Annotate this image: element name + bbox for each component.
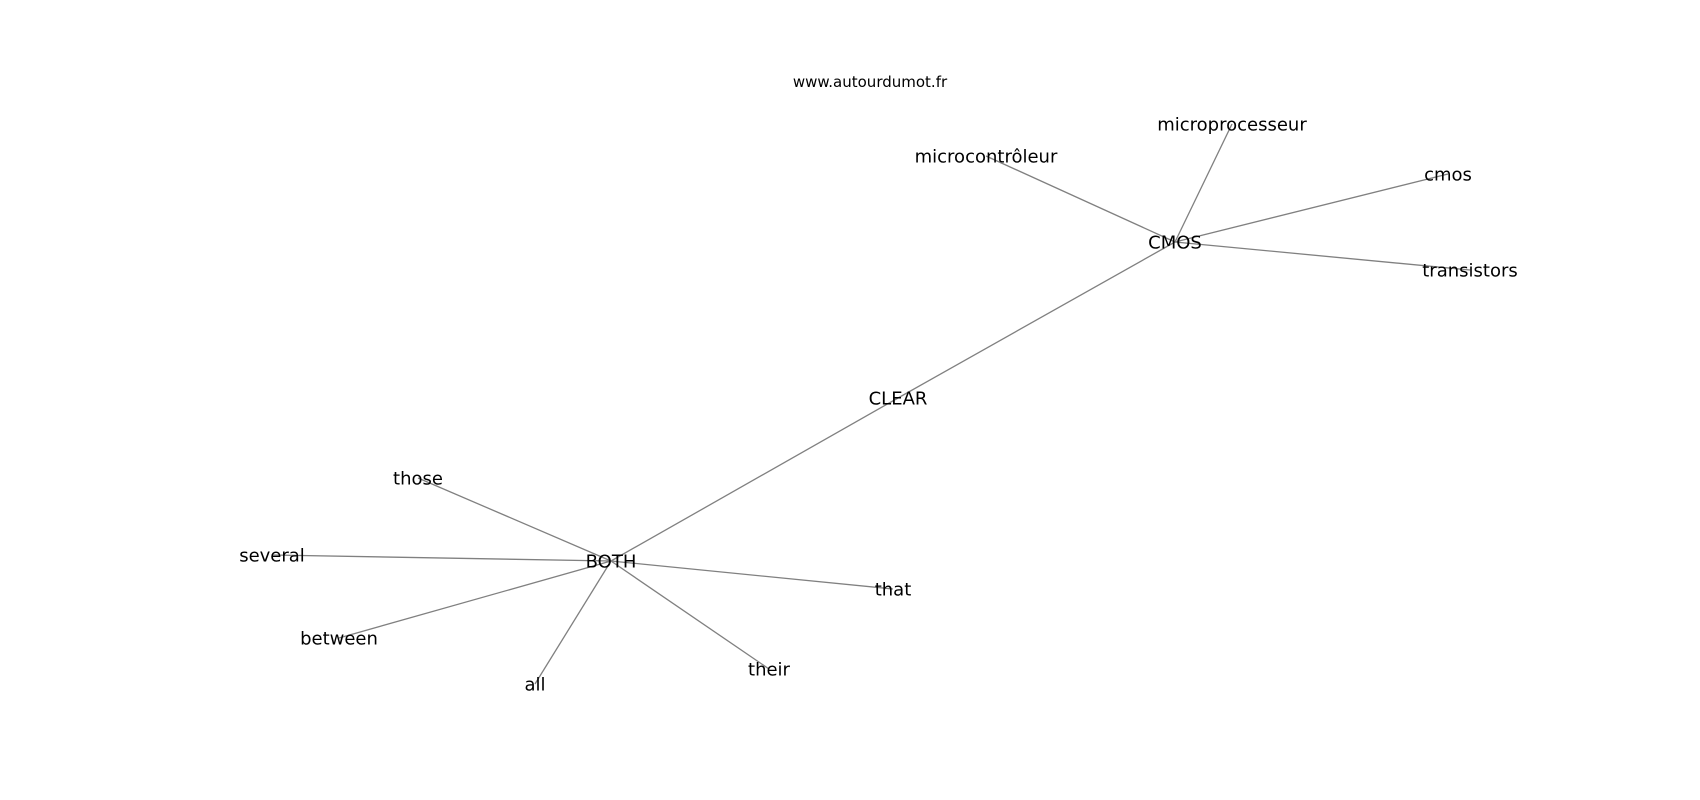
node-label-microcontroleur: microcontrôleur [915,146,1058,167]
node-label-microprocesseur: microprocesseur [1157,114,1307,135]
node-label-between: between [300,628,378,649]
nodes-layer: CMOS microprocesseur microcontrôleur cmos tr… [239,114,1518,695]
node-label-their: their [748,659,791,680]
edge-cmos-microcontroleur [985,155,1176,243]
node-label-several: several [239,545,305,566]
node-label-cmos: CMOS [1148,232,1202,253]
edge-cmos-transistors [1174,241,1471,271]
edge-both-that [610,560,894,590]
node-label-those: those [393,468,443,489]
edge-both-several [271,554,612,562]
edge-cmos-cmos [1174,173,1449,243]
node-label-transistors: transistors [1422,260,1518,281]
node-label-both: BOTH [586,551,637,572]
node-label-all: all [524,674,545,695]
watermark-text: www.autourdumot.fr [793,73,948,91]
node-label-that: that [875,579,912,600]
edge-cmos-clear [897,241,1176,399]
node-label-cmos: cmos [1424,164,1472,185]
edge-both-their [610,560,770,670]
edge-clear-both [610,397,899,562]
node-label-clear: CLEAR [869,388,928,409]
edges-layer [271,123,1471,685]
edge-cmos-microprocesseur [1174,123,1233,243]
edge-both-between [338,560,612,639]
edge-both-all [534,560,612,685]
edge-both-those [417,477,612,562]
